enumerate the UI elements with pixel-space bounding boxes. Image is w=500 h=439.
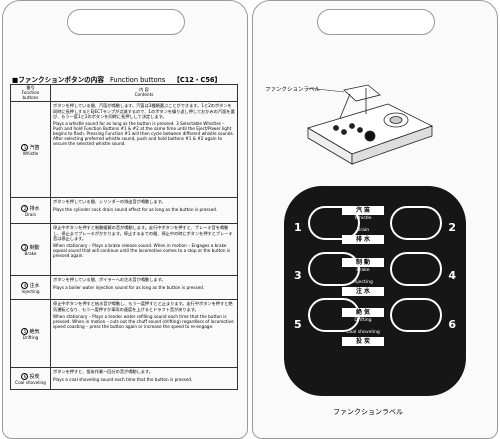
label-brake-en: Brake bbox=[356, 268, 370, 273]
contents-cell: ボタンを押している間、汽笛が鳴動します。汽笛は3種類選ぶことができます。1と2の… bbox=[50, 101, 238, 199]
label-injecting-en: Injecting bbox=[353, 280, 373, 285]
function-label-panel: 1 2 3 4 5 6 汽 笛 Whistle Drain 排 水 制 動 Br… bbox=[284, 186, 466, 396]
function-button-6 bbox=[390, 298, 442, 332]
button-number-3: 3 bbox=[294, 269, 302, 282]
label-whistle-en: Whistle bbox=[354, 216, 372, 221]
button-number-5: 5 bbox=[294, 318, 302, 331]
button-number-1: 1 bbox=[294, 221, 302, 234]
label-coal: 投 炭 bbox=[342, 337, 384, 346]
heading-jp: ■ファンクションボタンの内容 bbox=[12, 76, 104, 84]
function-label-caption-bottom: ファンクションラベル bbox=[333, 408, 403, 416]
heading-en: Function buttons bbox=[109, 76, 166, 84]
function-button-3 bbox=[308, 252, 360, 286]
button-number-4: 4 bbox=[448, 269, 456, 282]
button-number-2: 2 bbox=[448, 221, 456, 234]
hang-hole bbox=[67, 9, 185, 35]
label-drain: 排 水 bbox=[342, 235, 384, 244]
function-button-4 bbox=[390, 252, 442, 286]
label-drifting-en: Drifting bbox=[354, 318, 372, 323]
label-injecting: 注 水 bbox=[342, 287, 384, 296]
contents-cell: ボタンを押すと、投炭作業一回分の音が鳴動します。Plays a coal sho… bbox=[50, 367, 238, 391]
hang-hole bbox=[317, 9, 435, 35]
function-label-caption-top: ファンクションラベル bbox=[265, 87, 321, 93]
label-coal-en: Coal shoveling bbox=[346, 330, 380, 335]
contents-cell: ボタンを押している間、シリンダーの排出音が鳴動します。Plays the cyl… bbox=[50, 197, 238, 225]
heading-code: 【C12・C56】 bbox=[173, 76, 222, 84]
label-brake: 制 動 bbox=[342, 258, 384, 267]
controller-illustration bbox=[307, 84, 434, 165]
label-whistle: 汽 笛 bbox=[342, 206, 384, 215]
label-drifting: 絶 気 bbox=[342, 308, 384, 317]
function-button-1 bbox=[308, 206, 360, 240]
label-drain-en: Drain bbox=[356, 228, 370, 233]
function-button-2 bbox=[390, 206, 442, 240]
function-buttons-heading: ■ファンクションボタンの内容 Function buttons 【C12・C56】 bbox=[12, 74, 221, 84]
contents-cell: 停止中ボタンを押すと制動緩解の音が鳴動します。走行中ボタンを押すと、ブレーキ音を… bbox=[50, 223, 238, 277]
contents-cell: ボタンを押している間、ボイラーへの注水音が鳴動します。Plays a boile… bbox=[50, 275, 238, 301]
button-number-6: 6 bbox=[448, 318, 456, 331]
contents-cell: 停止中ボタンを押すと給水音が鳴動し、もう一度押すとと止まります。走行中ボタンを押… bbox=[50, 299, 238, 369]
